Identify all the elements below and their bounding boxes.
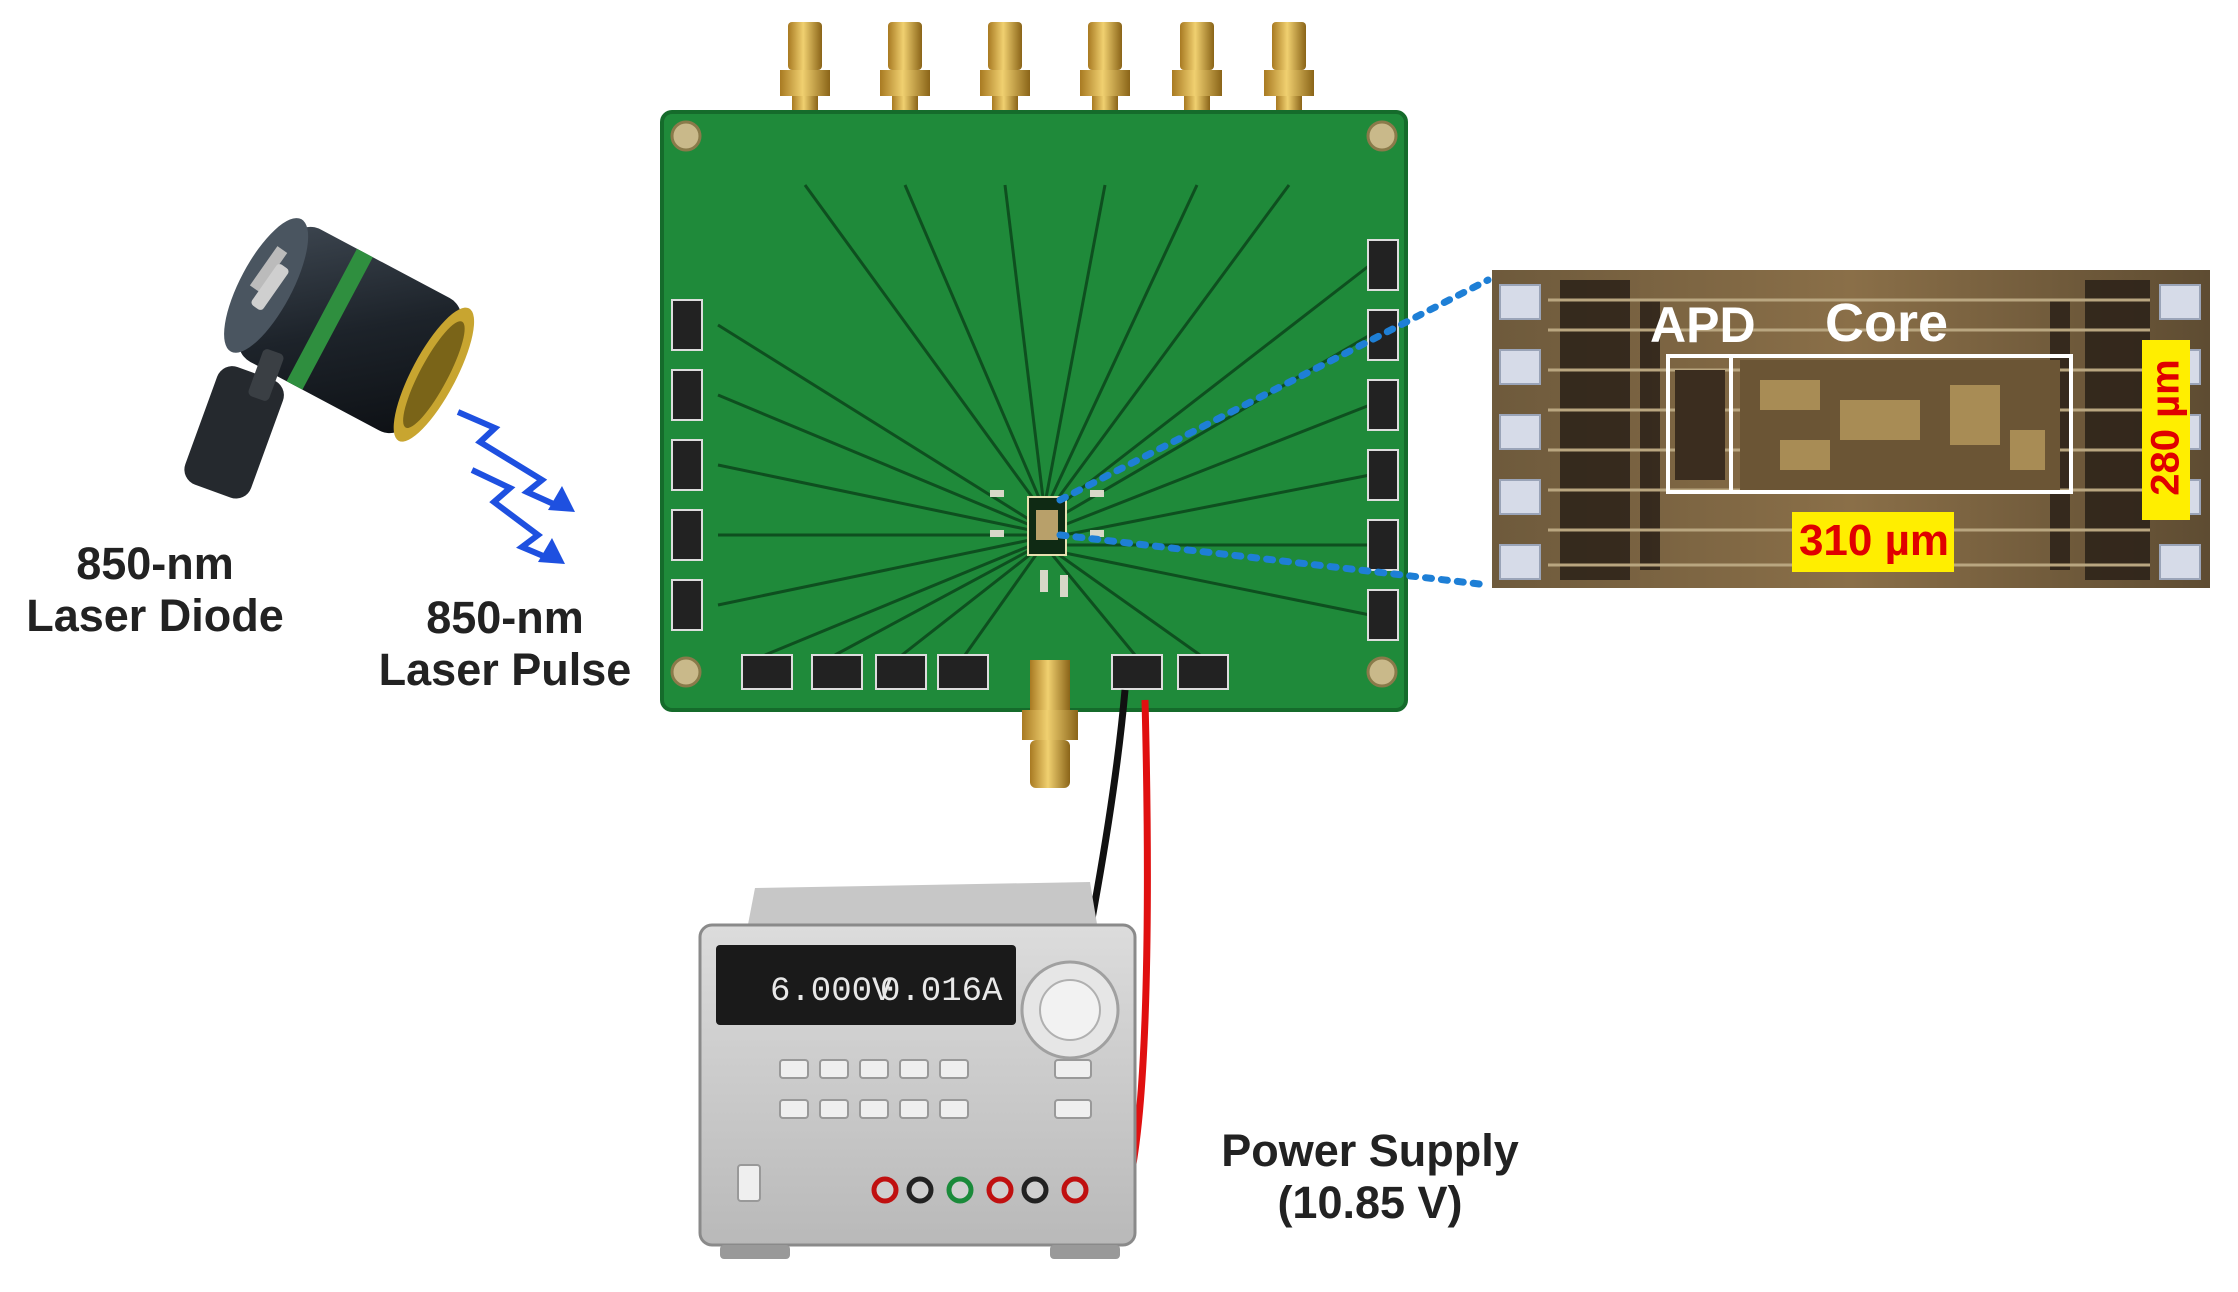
power-supply-icon [698,882,1137,1259]
laser-pulse-label: 850-nm Laser Pulse [360,592,650,696]
chip-micrograph [1492,270,2210,588]
laser-pulse-label-line2: Laser Pulse [378,643,632,695]
power-supply-label-line1: Power Supply [1221,1125,1519,1176]
power-supply-label-line2: (10.85 V) [1277,1176,1463,1228]
laser-diode-label-line1: 850-nm [76,538,234,589]
laser-diode-icon [184,218,475,499]
sma-connector-3-icon [980,22,1030,140]
width-dimension-label: 310 µm [1798,516,1950,565]
laser-diode-label-line2: Laser Diode [26,589,284,641]
laser-pulse-icon [456,409,575,564]
height-dimension-label: 280 µm [2143,359,2188,496]
psu-voltage-readout: 6.000V [770,973,893,1011]
sma-connector-bottom-icon [1022,660,1078,788]
zoom-callout-lines [1056,276,1492,589]
apd-label: APD [1650,297,1756,353]
height-dimension-highlight [2142,340,2190,520]
laser-pulse-label-line1: 850-nm [426,592,584,643]
power-supply-label: Power Supply (10.85 V) [1195,1125,1545,1229]
laser-diode-label: 850-nm Laser Diode [10,538,300,642]
psu-current-readout: 0.016A [880,973,1003,1011]
pcb-board [660,110,1408,712]
core-label: Core [1825,293,1949,353]
width-dimension-highlight [1792,512,1954,572]
